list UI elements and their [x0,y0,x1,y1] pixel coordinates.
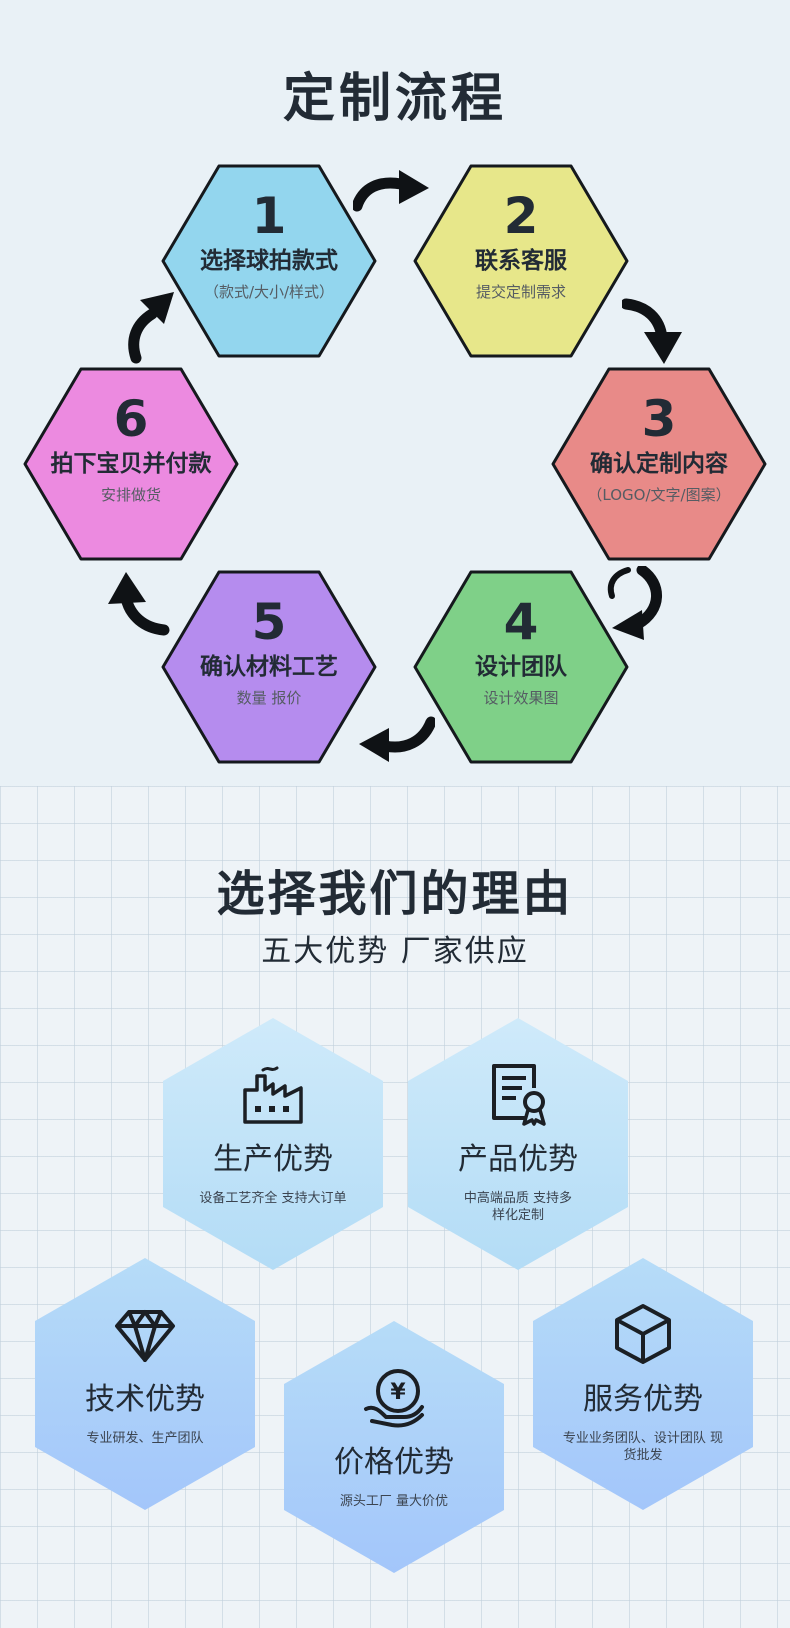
advantage-card-price: ¥ 价格优势 源头工厂 量大价优 [284,1321,504,1573]
step-2-hexagon: 2 联系客服 提交定制需求 [411,164,631,358]
hexagon-shape [533,1258,753,1510]
step-number: 6 [113,390,149,448]
hexagon-shape [161,570,377,764]
hexagon-shape [161,164,377,358]
card-title: 价格优势 [334,1445,454,1480]
hexagon-shape [413,164,629,358]
reasons-subtitle: 五大优势 厂家供应 [261,934,529,969]
arrow-6-to-1-icon [128,292,174,364]
advantage-card-service: 服务优势 专业业务团队、设计团队 现货批发 [533,1258,753,1510]
process-section: 定制流程 1 选择球拍款式 （款式/大小/样式） 2 联系客服 提交定制需求 3… [0,0,790,786]
hexagon-shape [284,1321,504,1573]
advantage-card-technology: 技术优势 专业研发、生产团队 [35,1258,255,1510]
card-title: 生产优势 [213,1142,333,1177]
factory-icon [243,1066,303,1124]
step-number: 1 [251,187,287,245]
diamond-icon [115,1310,175,1362]
hexagon-shape [551,367,767,561]
step-subtitle: 数量 报价 [236,689,302,707]
step-1-hexagon: 1 选择球拍款式 （款式/大小/样式） [159,164,379,358]
svg-text:¥: ¥ [390,1380,406,1405]
box-icon [615,1304,671,1364]
step-number: 2 [503,187,539,245]
step-6-hexagon: 6 拍下宝贝并付款 安排做货 [21,367,241,561]
reasons-title: 选择我们的理由 [216,866,574,922]
hexagon-shape [23,367,239,561]
card-description: 源头工厂 量大价优 [339,1494,449,1509]
step-name: 确认定制内容 [590,451,728,477]
yen-coin-hand-icon: ¥ [364,1369,424,1428]
step-name: 联系客服 [475,248,567,274]
step-subtitle: （LOGO/文字/图案） [587,486,731,504]
arrow-5-to-6-icon [108,572,170,636]
hexagon-shape [35,1258,255,1510]
step-4-hexagon: 4 设计团队 设计效果图 [411,570,631,764]
card-description: 中高端品质 支持多样化定制 [463,1191,573,1223]
step-subtitle: 提交定制需求 [475,283,566,301]
hexagon-shape [408,1018,628,1270]
step-subtitle: 安排做货 [100,486,161,504]
step-name: 设计团队 [475,654,567,680]
certificate-icon [492,1064,546,1126]
step-number: 5 [251,593,287,651]
advantage-card-production: 生产优势 设备工艺齐全 支持大订单 [163,1018,383,1270]
step-5-hexagon: 5 确认材料工艺 数量 报价 [159,570,379,764]
arrow-4-to-5-icon [359,716,435,762]
step-3-hexagon: 3 确认定制内容 （LOGO/文字/图案） [549,367,769,561]
step-name: 选择球拍款式 [200,248,338,274]
card-title: 服务优势 [583,1382,703,1417]
hexagon-shape [163,1018,383,1270]
card-title: 产品优势 [458,1142,578,1177]
reasons-section: 选择我们的理由 五大优势 厂家供应 生产优势 设备工艺齐全 支持大订单 [0,786,790,1628]
card-description: 设备工艺齐全 支持大订单 [199,1191,347,1206]
card-description: 专业业务团队、设计团队 现货批发 [562,1431,724,1463]
arrow-2-to-3-icon [622,298,682,364]
step-number: 4 [503,593,539,651]
step-number: 3 [641,390,677,448]
step-name: 拍下宝贝并付款 [50,451,212,477]
step-subtitle: （款式/大小/样式） [203,283,335,301]
advantage-card-product: 产品优势 中高端品质 支持多样化定制 [408,1018,628,1270]
card-title: 技术优势 [85,1382,205,1417]
hexagon-shape [413,570,629,764]
card-description: 专业研发、生产团队 [86,1431,204,1446]
arrow-3-to-4-icon [607,566,662,640]
arrow-1-to-2-icon [353,170,429,212]
process-title: 定制流程 [282,69,507,129]
step-subtitle: 设计效果图 [483,689,559,707]
step-name: 确认材料工艺 [200,654,338,680]
